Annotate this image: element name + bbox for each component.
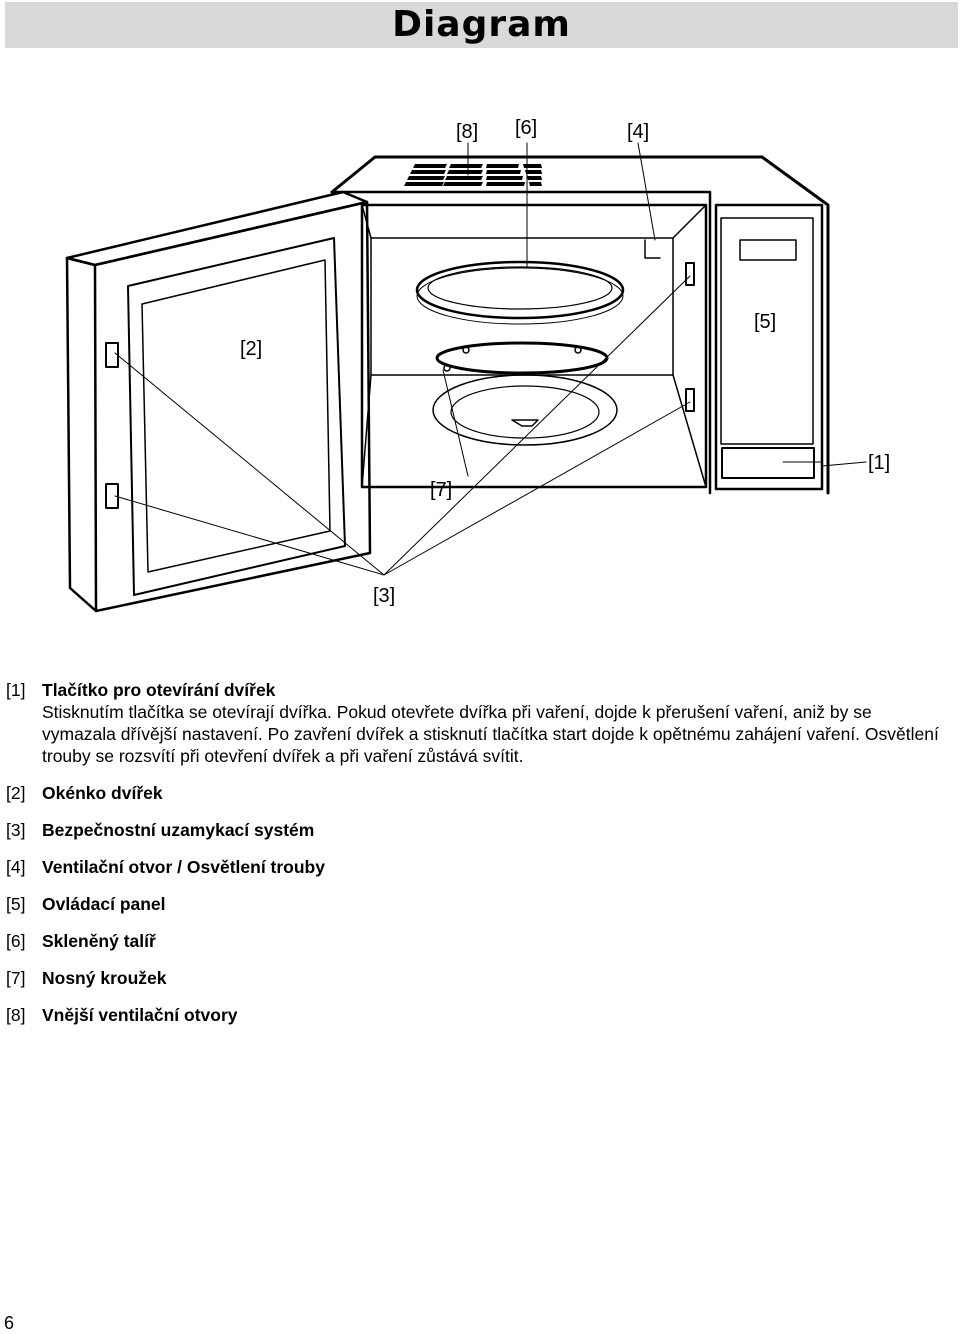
exterior-vents xyxy=(404,164,542,186)
display-window xyxy=(739,239,797,261)
callout-6: [6] xyxy=(515,117,537,139)
door-latch-bottom xyxy=(105,483,119,509)
callout-4: [4] xyxy=(627,121,649,143)
legend-heading: Ovládací panel xyxy=(42,894,166,914)
page-title: Diagram xyxy=(392,4,571,45)
legend-item-5: [5] Ovládací panel xyxy=(6,893,946,915)
legend-item-2: [2] Okénko dvířek xyxy=(6,782,946,804)
legend-heading: Vnější ventilační otvory xyxy=(42,1005,238,1025)
legend-item-7: [7] Nosný kroužek xyxy=(6,967,946,989)
legend-num: [5] xyxy=(6,894,26,914)
callout-1: [1] xyxy=(868,452,890,474)
legend-num: [7] xyxy=(6,968,26,988)
door-outer xyxy=(65,190,369,267)
legend-num: [4] xyxy=(6,857,26,877)
legend-num: [1] xyxy=(6,680,26,700)
floor-right-edge xyxy=(672,374,707,488)
legend-item-6: [6] Skleněný talíř xyxy=(6,930,946,952)
legend-num: [8] xyxy=(6,1005,26,1025)
microwave-diagram: [8] [6] [4] [5] [2] [1] [7] [3] xyxy=(65,117,890,613)
legend-item-3: [3] Bezpečnostní uzamykací systém xyxy=(6,819,946,841)
title-bar: Diagram xyxy=(5,2,958,48)
support-ring xyxy=(435,341,609,375)
callout-7: [7] xyxy=(430,479,452,501)
cavity-inner-back xyxy=(370,237,674,376)
door-latch-top xyxy=(105,342,119,368)
legend-num: [6] xyxy=(6,931,26,951)
legend-num: [2] xyxy=(6,783,26,803)
callout-5: [5] xyxy=(754,311,776,333)
glass-plate xyxy=(415,260,625,320)
legend-heading: Tlačítko pro otevírání dvířek xyxy=(42,680,276,700)
turntable-base xyxy=(432,374,618,446)
legend-item-8: [8] Vnější ventilační otvory xyxy=(6,1004,946,1026)
door-window xyxy=(141,259,331,573)
legend-heading: Skleněný talíř xyxy=(42,931,156,951)
legend-heading: Okénko dvířek xyxy=(42,783,163,803)
legend-item-4: [4] Ventilační otvor / Osvětlení trouby xyxy=(6,856,946,878)
legend-item-1: [1] Tlačítko pro otevírání dvířek Stiskn… xyxy=(6,679,946,767)
panel-inner xyxy=(720,217,814,445)
callout-2: [2] xyxy=(240,338,262,360)
cabinet-front-top xyxy=(330,190,712,495)
door-open-button xyxy=(721,447,815,479)
legend-list: [1] Tlačítko pro otevírání dvířek Stiskn… xyxy=(6,679,946,1026)
legend-heading: Ventilační otvor / Osvětlení trouby xyxy=(42,857,325,877)
control-panel xyxy=(714,203,824,491)
legend-heading: Nosný kroužek xyxy=(42,968,167,988)
lock-slot-top xyxy=(685,262,695,286)
vent-light xyxy=(644,239,661,259)
callout-8: [8] xyxy=(456,121,478,143)
cabinet-top xyxy=(330,155,830,495)
legend-description: Stisknutím tlačítka se otevírají dvířka.… xyxy=(42,702,939,766)
lock-slot-bottom xyxy=(685,388,695,412)
legend-heading: Bezpečnostní uzamykací systém xyxy=(42,820,315,840)
door-panel xyxy=(127,237,346,596)
legend-num: [3] xyxy=(6,820,26,840)
callout-3: [3] xyxy=(373,585,395,607)
page-number: 6 xyxy=(4,1313,15,1333)
